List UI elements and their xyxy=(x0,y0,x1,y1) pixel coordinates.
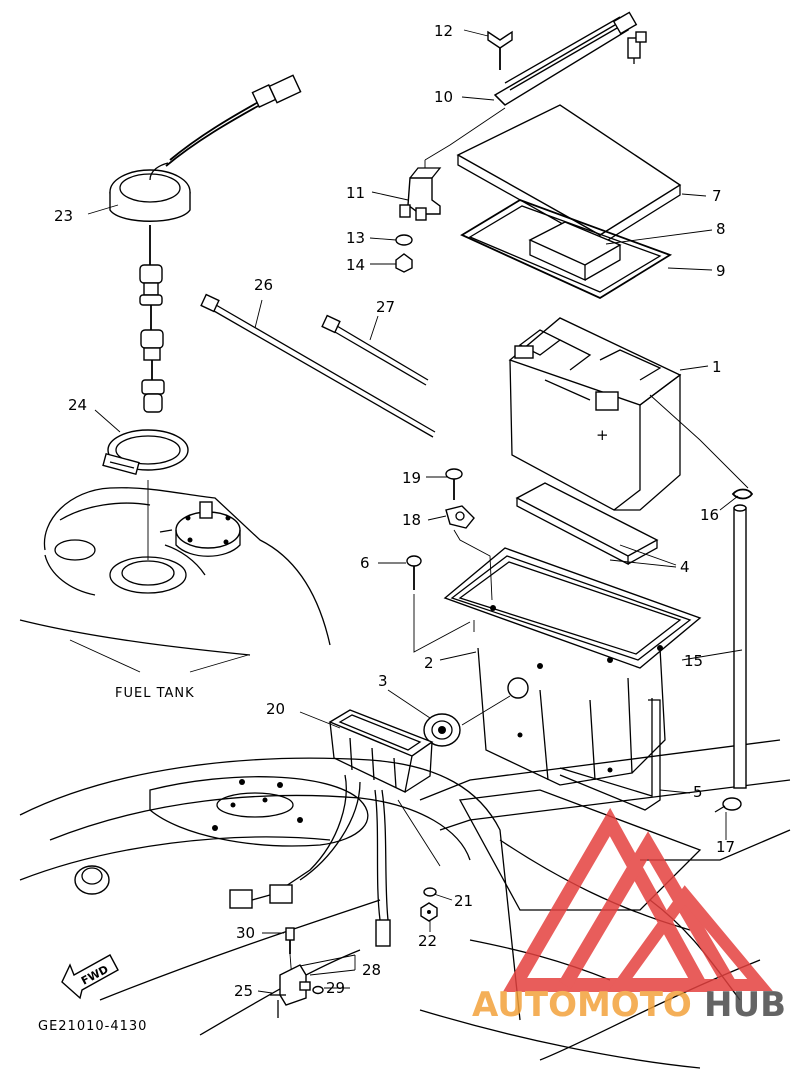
callout-26: 26 xyxy=(254,276,273,294)
leader-lines xyxy=(87,29,743,994)
part-25-fuse-holder xyxy=(270,964,311,1018)
callout-24: 24 xyxy=(68,396,87,414)
fuel-tank xyxy=(19,487,331,656)
part-13-washer xyxy=(395,234,413,246)
part-24-clamp xyxy=(102,429,189,560)
part-6-screw xyxy=(406,555,471,653)
part-22-nut xyxy=(420,902,438,922)
logo-text-automoto: AUTOMOTO xyxy=(472,985,692,1025)
part-14-nut xyxy=(395,253,413,273)
part-1-battery: + xyxy=(508,317,749,511)
callout-10: 10 xyxy=(434,88,453,106)
callout-21: 21 xyxy=(454,892,473,910)
callout-17: 17 xyxy=(716,838,735,856)
callout-4: 4 xyxy=(680,558,690,576)
part-10-battery-band xyxy=(493,11,647,106)
part-11-bracket xyxy=(399,107,506,221)
part-3-grommet xyxy=(423,695,511,747)
callout-20: 20 xyxy=(266,700,285,718)
part-12-wing-bolt xyxy=(487,30,513,70)
part-16-clip xyxy=(731,488,754,500)
part-5-strap xyxy=(559,698,661,811)
watermark-logo: AUTOMOTO HUB xyxy=(472,807,786,1025)
callout-5: 5 xyxy=(693,783,703,801)
callout-13: 13 xyxy=(346,229,365,247)
svg-text:+: + xyxy=(596,426,609,444)
part-27-cable-tie xyxy=(321,314,429,386)
part-23-fuel-sender xyxy=(109,74,302,413)
callout-22: 22 xyxy=(418,932,437,950)
part-19-bolt xyxy=(445,468,463,500)
part-21-washer xyxy=(423,887,437,897)
callout-23: 23 xyxy=(54,207,73,225)
part-20-electrical-box xyxy=(229,709,441,947)
part-8-pad xyxy=(528,221,622,282)
callout-1: 1 xyxy=(712,358,722,376)
callout-2: 2 xyxy=(424,654,434,672)
callout-12: 12 xyxy=(434,22,453,40)
callout-14: 14 xyxy=(346,256,365,274)
callout-15: 15 xyxy=(684,652,703,670)
callout-30: 30 xyxy=(236,924,255,942)
part-18-clamp xyxy=(445,505,493,601)
callout-8: 8 xyxy=(716,220,726,238)
part-2-battery-box xyxy=(443,547,702,786)
callout-6: 6 xyxy=(360,554,370,572)
callout-19: 19 xyxy=(402,469,421,487)
logo-text-hub: HUB xyxy=(704,985,786,1025)
figure-code: GE21010-4130 xyxy=(38,1019,147,1034)
callout-25: 25 xyxy=(234,982,253,1000)
callouts: 1 2 3 4 5 6 7 8 9 10 11 12 13 14 15 16 1… xyxy=(54,22,735,1000)
part-9-frame xyxy=(460,199,673,300)
fwd-arrow: FWD xyxy=(61,954,119,1000)
part-26-cable-tie xyxy=(200,293,436,438)
callout-9: 9 xyxy=(716,262,726,280)
callout-11: 11 xyxy=(346,184,365,202)
logo-triangle-inner xyxy=(558,831,737,989)
fuel-tank-label: FUEL TANK xyxy=(115,686,195,701)
callout-28: 28 xyxy=(362,961,381,979)
part-4-pads xyxy=(515,482,659,566)
part-28-29-clips xyxy=(299,954,356,995)
callout-7: 7 xyxy=(712,187,722,205)
callout-29: 29 xyxy=(326,979,345,997)
callout-3: 3 xyxy=(378,672,388,690)
logo-triangle-small xyxy=(608,885,773,991)
logo-triangle-outer xyxy=(502,807,712,992)
part-15-vent-hose xyxy=(733,504,747,789)
part-17-clamp xyxy=(714,797,742,813)
callout-18: 18 xyxy=(402,511,421,529)
callout-16: 16 xyxy=(700,506,719,524)
callout-27: 27 xyxy=(376,298,395,316)
